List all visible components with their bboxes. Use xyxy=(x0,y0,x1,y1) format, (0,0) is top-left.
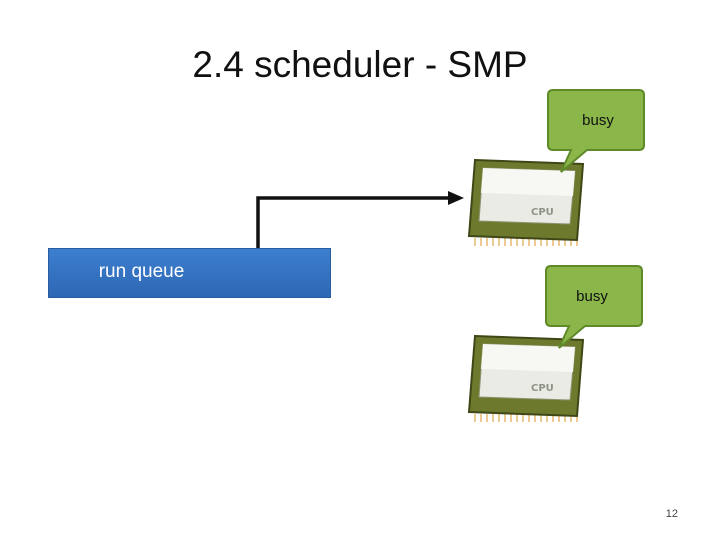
bubble-label: busy xyxy=(576,288,608,305)
speech-bubble xyxy=(547,89,645,173)
run-queue-box: run queue xyxy=(48,248,331,298)
speech-bubble xyxy=(545,265,643,349)
cpu-chip-icon: CPU xyxy=(467,158,585,246)
run-queue-label: run queue xyxy=(98,261,185,282)
cpu-chip-label: CPU xyxy=(531,207,554,218)
page-number: 12 xyxy=(665,508,678,520)
slide-title: 2.4 scheduler - SMP xyxy=(192,44,528,85)
cpu-chip-label: CPU xyxy=(531,383,554,394)
cpu-chip-icon: CPU xyxy=(467,334,585,422)
bubble-label: busy xyxy=(582,112,614,129)
